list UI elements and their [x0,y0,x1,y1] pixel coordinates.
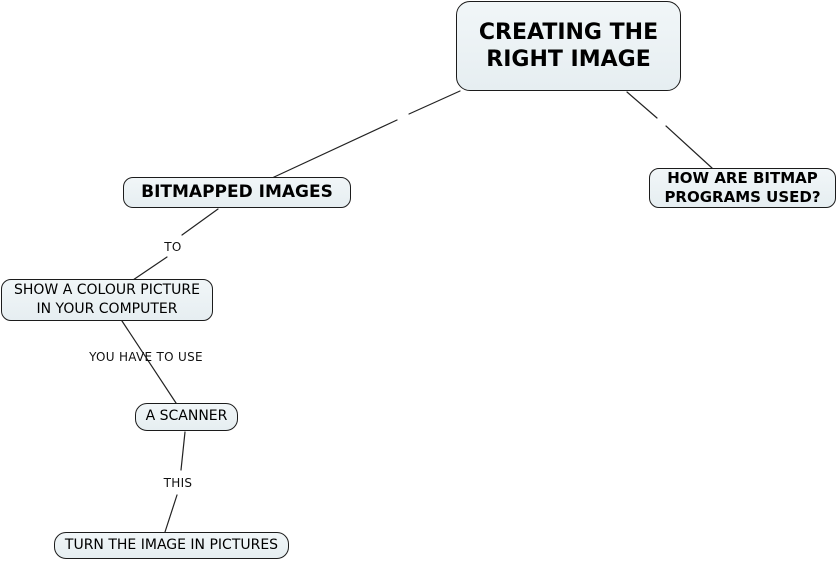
link-label-this[interactable]: THIS [163,476,193,490]
link-root-programs-segment[interactable] [626,91,658,119]
link-label-you-have-to-use[interactable]: YOU HAVE TO USE [89,350,203,364]
node-a-scanner[interactable]: A SCANNER [135,403,238,431]
link-label-to[interactable]: TO [164,240,182,254]
node-show-a-colour-picture[interactable]: SHOW A COLOUR PICTURE IN YOUR COMPUTER [1,279,213,321]
node-turn-the-image-in-pictures[interactable]: TURN THE IMAGE IN PICTURES [54,532,289,559]
link-root-bitmapped-segment[interactable] [408,90,461,115]
link-bitmapped-showpicture-segment[interactable] [132,256,168,281]
node-bitmapped-images[interactable]: BITMAPPED IMAGES [123,177,351,208]
link-root-programs-segment[interactable] [665,125,713,169]
node-creating-the-right-image[interactable]: CREATING THE RIGHT IMAGE [456,1,681,91]
link-root-bitmapped-segment[interactable] [271,119,398,179]
link-scanner-turnimage-segment[interactable] [180,431,186,471]
link-bitmapped-showpicture-segment[interactable] [181,208,219,236]
link-showpicture-scanner-segment[interactable] [121,320,177,404]
link-scanner-turnimage-segment[interactable] [164,494,178,533]
node-how-are-bitmap-programs-used[interactable]: HOW ARE BITMAP PROGRAMS USED? [649,168,836,208]
